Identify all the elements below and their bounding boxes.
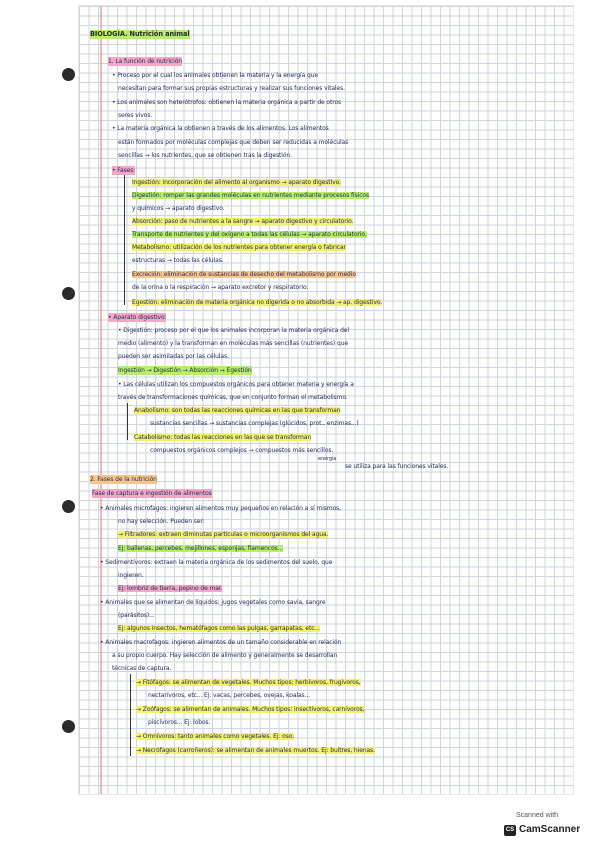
text-line: necesitan para formar sus propias estruc…	[118, 85, 345, 92]
binder-hole	[62, 720, 75, 733]
text-line: estructuras → todas las células.	[132, 257, 224, 264]
camscanner-watermark: Scanned with CS CamScanner	[500, 810, 588, 844]
phase-excretion: Excreción: eliminación de sustancias de …	[132, 271, 356, 278]
phase-metabolism: Metabolismo: utilización de los nutrient…	[132, 244, 346, 251]
text-line: se utiliza para las funciones vitales.	[345, 463, 449, 470]
text-line: • Digestión: proceso por el que los anim…	[118, 327, 349, 334]
page-margin-line	[100, 6, 102, 794]
heading-digestive-system: • Aparato digestivo:	[108, 313, 167, 322]
text-line: • La materia orgánica la obtienen a trav…	[112, 125, 329, 132]
text-line: sencillas → los nutrientes, que se obtie…	[118, 152, 292, 159]
text-line: ingieren.	[118, 572, 144, 579]
notebook-page	[79, 6, 573, 794]
binder-hole	[62, 287, 75, 300]
page-title: BIOLOGÍA. Nutrición animal	[90, 30, 190, 39]
text-line: • Las células utilizan los compuestos or…	[118, 381, 354, 388]
text-line: • Los animales son heterótrofos: obtiene…	[112, 99, 342, 106]
text-line: • Animales macrofagos: ingieren alimento…	[100, 639, 342, 646]
binder-hole	[62, 68, 75, 81]
phase-absorption: Absorción: paso de nutrientes a la sangr…	[132, 218, 354, 225]
bracket-line	[124, 175, 125, 305]
text-line: pueden ser asimiladas por las células.	[118, 353, 229, 360]
text-line: seres vivos.	[118, 112, 153, 119]
bracket-line	[127, 403, 128, 440]
necrophages: → Necrófagos (carroñeros): se alimentan …	[136, 747, 375, 754]
text-line: piscívoros... Ej: lobos.	[148, 719, 211, 726]
scanned-with-label: Scanned with	[516, 812, 559, 819]
phytophages: → Fitófagos: se alimentan de vegetales. …	[136, 679, 361, 686]
text-line: técnicas de captura.	[112, 665, 172, 672]
text-line: de la orina o la respiración → aparato e…	[132, 284, 309, 291]
zoophages: → Zoófagos: se alimentan de animales. Mu…	[136, 706, 365, 713]
anabolism-definition: Anabolismo: son todas las reacciones quí…	[134, 407, 341, 414]
text-line: • Proceso por el cual los animales obtie…	[112, 72, 319, 79]
text-line: nectarívoros, etc... Ej: vacas, percebes…	[148, 692, 310, 699]
text-line: • Animales microfagos: ingieren alimento…	[100, 505, 341, 512]
text-line: (parásitos)...	[118, 612, 155, 619]
heading-nutrition-phases: 2. Fases de la nutrición	[90, 475, 157, 484]
process-sequence: Ingestión → Digestión → Absorción → Eges…	[118, 366, 252, 375]
phase-transport: Transporte de nutrientes y del oxígeno a…	[132, 231, 367, 238]
text-line: sustancias sencillas → sustancias comple…	[150, 420, 359, 427]
heading-nutrition-function: 1. La función de nutrición	[108, 57, 182, 66]
energy-label: energía	[318, 456, 337, 462]
binder-hole	[62, 500, 75, 513]
filter-feeders-examples: Ej: ballenas, percebes, mejillones, espo…	[118, 545, 284, 552]
text-line: no hay selección. Pueden ser:	[118, 518, 205, 525]
text-line: y químicos → aparato digestivo.	[132, 205, 225, 212]
phase-ingestion: Ingestión: incorporación del alimento al…	[132, 179, 341, 186]
text-line: través de transformaciones químicas, que…	[118, 394, 348, 401]
bracket-line	[130, 674, 131, 756]
heading-capture-ingestion: Fase de captura e ingestión de alimentos	[92, 489, 212, 498]
camscanner-brand: CamScanner	[519, 824, 581, 835]
camscanner-logo-icon: CS	[504, 825, 516, 836]
liquid-feeder-examples: Ej: algunos insectos, hematófagos como l…	[118, 625, 320, 632]
text-line: • Animales que se alimentan de líquidos:…	[100, 599, 326, 606]
phase-egestion: Egestión: eliminación de materia orgánic…	[132, 299, 383, 306]
phase-digestion: Digestión: romper las grandes moléculas …	[132, 192, 369, 199]
text-line: a su propio cuerpo. Hay selección de ali…	[112, 652, 338, 659]
heading-phases: • Fases:	[112, 166, 136, 175]
text-line: • Sedimentívoros: extraen la materia org…	[100, 559, 333, 566]
sediment-examples: Ej: lombriz de tierra, pepino de mar.	[118, 585, 223, 592]
omnivores: → Omnívoros: tanto animales como vegetal…	[136, 733, 294, 740]
text-line: compuestos orgánicos complejos → compues…	[150, 447, 334, 454]
catabolism-definition: Catabolismo: todas las reacciones en las…	[134, 434, 312, 441]
text-line: están formados por moléculas complejas q…	[118, 139, 349, 146]
text-line: medio (alimento) y la transforman en mol…	[118, 340, 348, 347]
filter-feeders: → Filtradores: extraen diminutas partícu…	[118, 531, 329, 538]
